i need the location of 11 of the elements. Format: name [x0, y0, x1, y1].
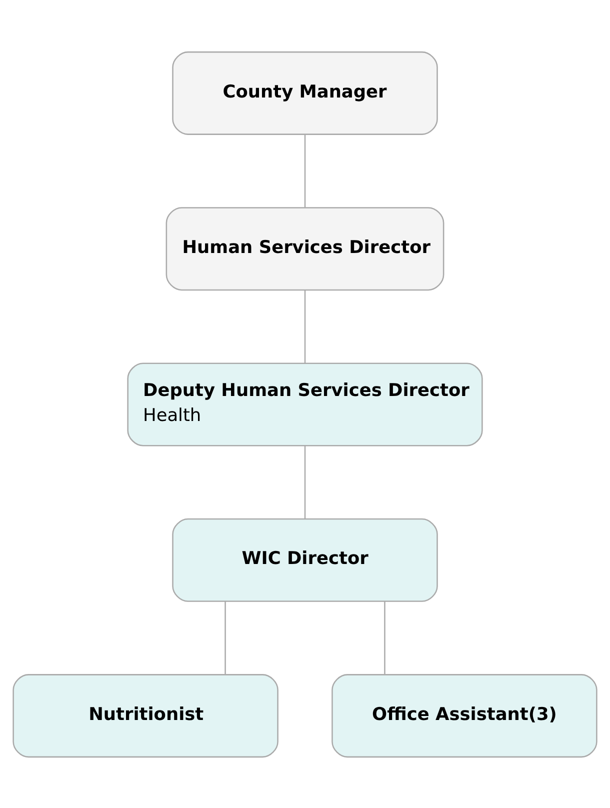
node-box: County Manager	[172, 50, 438, 134]
node-box: Human Services Director	[166, 206, 444, 290]
connector	[384, 600, 386, 674]
connector	[304, 445, 306, 518]
node-box: WIC Director	[172, 518, 438, 602]
node-box: Nutritionist	[12, 674, 278, 758]
connector	[304, 134, 306, 207]
connector	[224, 600, 226, 674]
node-box: Office Assistant(3)	[332, 674, 598, 758]
connector	[304, 290, 306, 362]
node-box: Deputy Human Services Director Health	[127, 362, 483, 446]
